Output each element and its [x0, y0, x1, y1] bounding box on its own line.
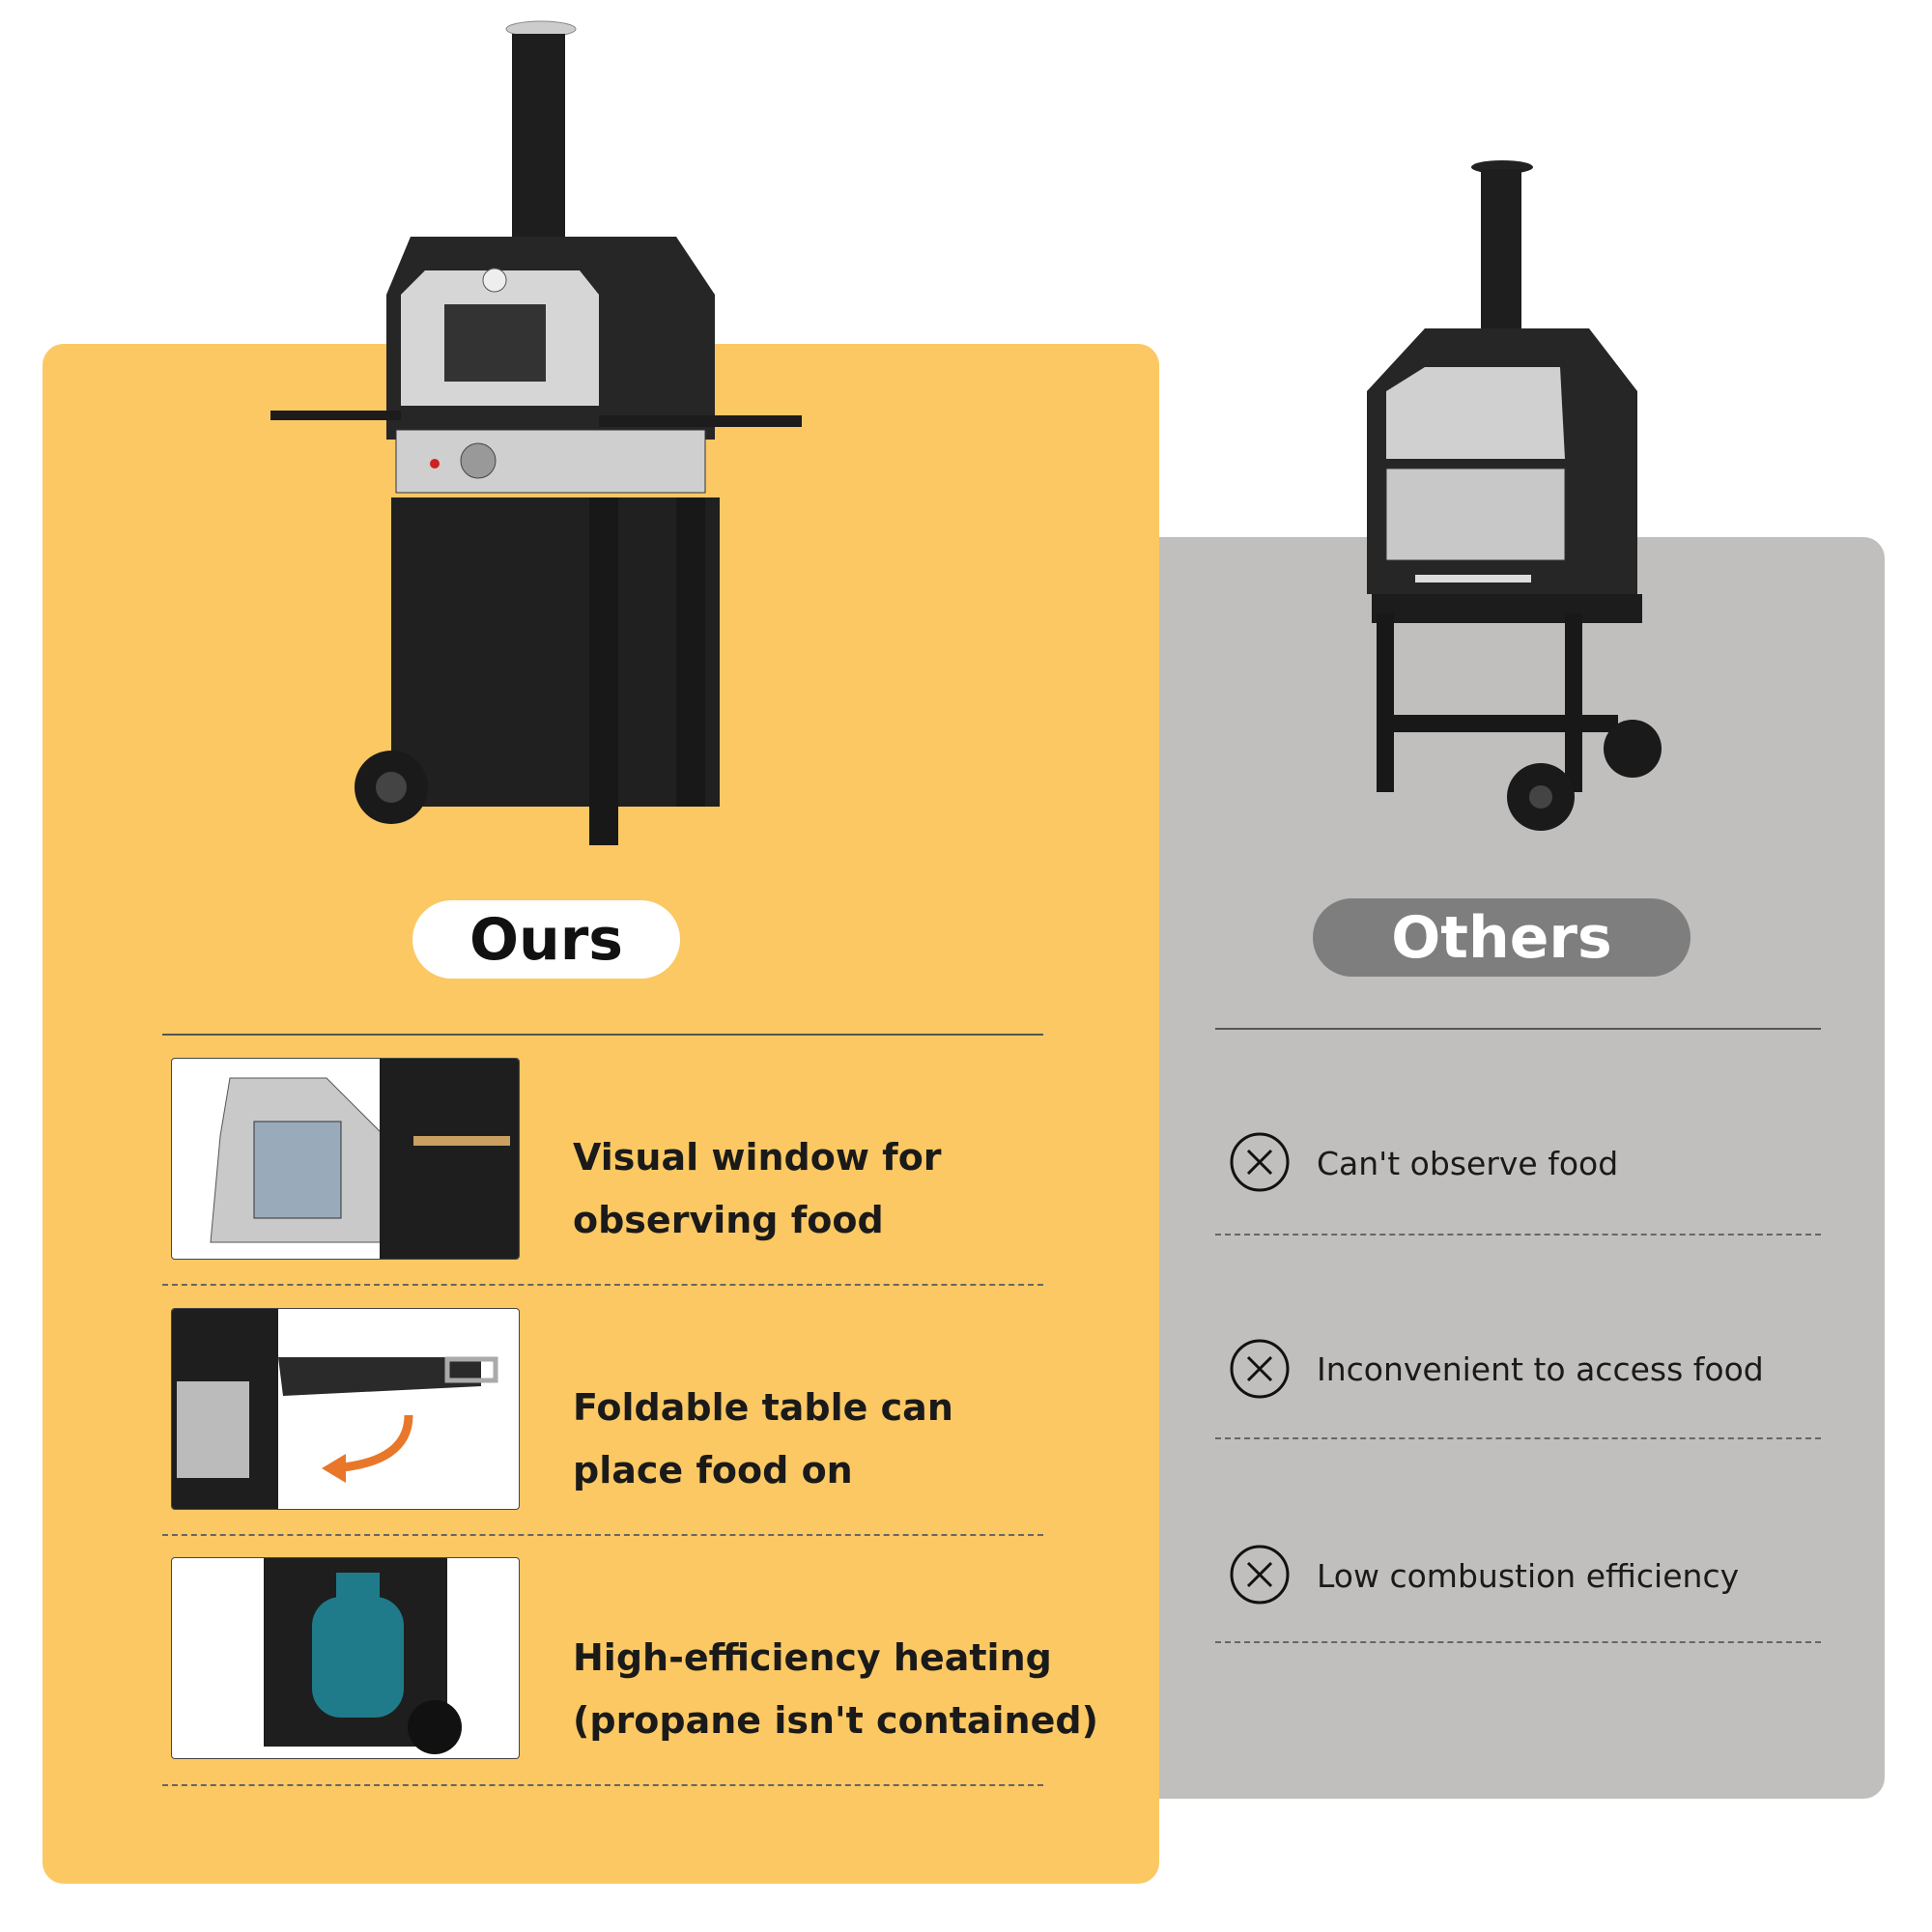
others-label: Others [1313, 898, 1690, 977]
propane-tank-photo [171, 1557, 520, 1759]
x-circle-icon [1230, 1132, 1290, 1192]
ours-label: Ours [412, 900, 680, 979]
others-pizza-oven-image [1367, 160, 1662, 831]
row-divider [1215, 1437, 1821, 1439]
ours-divider [162, 1034, 1043, 1036]
others-divider [1215, 1028, 1821, 1030]
row-divider [162, 1534, 1043, 1536]
row-divider [162, 1284, 1043, 1286]
x-circle-icon [1230, 1339, 1290, 1399]
row-divider [1215, 1234, 1821, 1236]
row-divider [1215, 1641, 1821, 1643]
foldable-table-photo [171, 1308, 520, 1510]
our-pizza-oven-image [270, 20, 802, 845]
oven-window-photo [171, 1058, 520, 1260]
others-panel [1159, 537, 1885, 1799]
row-divider [162, 1784, 1043, 1786]
con-text: Inconvenient to access food [1317, 1350, 1764, 1388]
feature-text-heating: High-efficiency heating(propane isn't co… [573, 1636, 1098, 1742]
con-text: Can't observe food [1317, 1145, 1619, 1182]
x-circle-icon [1230, 1545, 1290, 1605]
con-text: Low combustion efficiency [1317, 1557, 1740, 1595]
